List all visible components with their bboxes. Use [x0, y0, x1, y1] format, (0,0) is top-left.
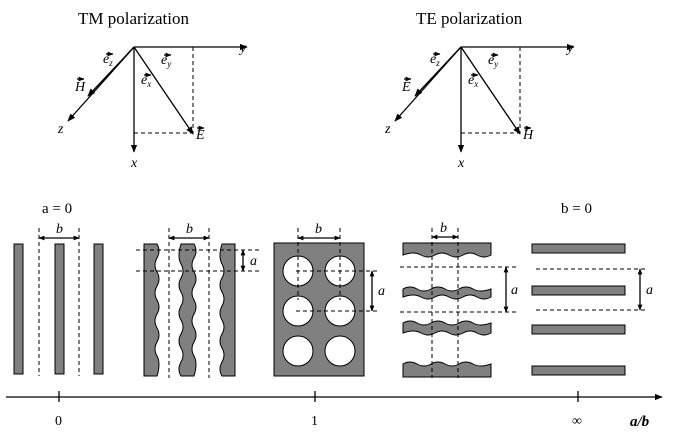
te-field-diagonal-label: H [522, 128, 534, 143]
label-b-zero: b = 0 [561, 201, 592, 217]
structure-wavy-horizontal: b a [400, 221, 518, 378]
structure-vertical-bars: a = 0 b [13, 201, 104, 376]
tm-ez-label: ez [103, 52, 113, 68]
te-x-axis-label: x [457, 156, 465, 171]
tick-label-1: 1 [311, 414, 318, 429]
dim-b-label-1: b [56, 222, 63, 237]
te-diagram: TE polarization y x z H E ez ey ex [384, 9, 575, 171]
structure-holes: b a [273, 222, 385, 377]
tm-field-diagonal-label: E [195, 128, 205, 143]
dim-b-label-3: b [315, 222, 322, 237]
dim-a-label-5: a [646, 283, 653, 298]
dim-a-label-4: a [511, 283, 518, 298]
structure-wavy-strips: b a [136, 222, 262, 378]
tm-title: TM polarization [78, 9, 189, 28]
structure-horizontal-bars: b = 0 a [531, 201, 653, 376]
te-ex-label: ex [468, 73, 478, 89]
tick-label-0: 0 [55, 414, 62, 429]
te-ez-label: ez [430, 52, 440, 68]
te-field-z-label: E [401, 80, 411, 95]
tm-y-axis-label: y [238, 41, 247, 56]
dim-b-label-4: b [440, 221, 447, 236]
label-a-zero: a = 0 [42, 201, 72, 217]
dim-b-label-2: b [186, 222, 193, 237]
dim-a-label-3: a [378, 284, 385, 299]
tick-label-infinity: ∞ [572, 414, 582, 429]
tm-ey-label: ey [161, 53, 171, 69]
tm-x-axis-label: x [130, 156, 138, 171]
tm-diagram: TM polarization y x z E H ez ey ex [57, 9, 248, 171]
te-ey-label: ey [488, 53, 498, 69]
axis-label-a-over-b: a/b [630, 414, 650, 430]
tm-field-z-label: H [74, 80, 86, 95]
te-z-axis-label: z [384, 122, 391, 137]
tm-ex-label: ex [141, 73, 151, 89]
ab-axis: 0 1 ∞ a/b [6, 391, 663, 430]
te-title: TE polarization [416, 9, 523, 28]
tm-z-axis-label: z [57, 122, 64, 137]
dim-a-label-2: a [250, 254, 257, 269]
te-y-axis-label: y [565, 41, 574, 56]
